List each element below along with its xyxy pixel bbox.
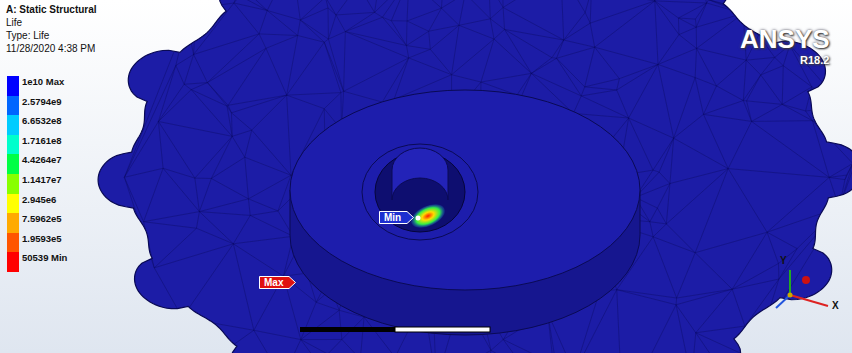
legend-value: 6.6532e8	[22, 115, 62, 126]
result-header: A: Static Structural	[6, 4, 97, 15]
scale-bar	[300, 327, 395, 332]
probe-dot	[416, 216, 421, 221]
axis-label: X	[832, 300, 839, 311]
result-header: Life	[6, 17, 22, 28]
legend-swatch	[7, 115, 19, 135]
axis-triad	[776, 270, 828, 308]
legend-swatch	[7, 252, 19, 272]
bore-chamfer	[362, 144, 478, 240]
probe-flag: Min	[379, 211, 414, 224]
probe-label: Max	[259, 276, 296, 289]
shaft	[392, 148, 448, 200]
probe-label: Min	[379, 211, 414, 224]
result-header: 11/28/2020 4:38 PM	[6, 43, 95, 54]
hub-face	[290, 90, 640, 290]
probe-flag: Max	[259, 276, 296, 289]
legend-swatch	[7, 154, 19, 174]
legend-value: 7.5962e5	[22, 213, 62, 224]
legend-swatch	[7, 76, 19, 96]
legend-value: 1.1417e7	[22, 174, 62, 185]
legend-value: 1e10 Max	[22, 76, 64, 87]
mesh-lines	[124, 0, 852, 353]
legend-swatch	[7, 213, 19, 233]
legend-swatch	[7, 135, 19, 155]
sprocket-body	[98, 0, 852, 353]
legend-value: 2.5794e9	[22, 96, 62, 107]
software-logo: ANSYS	[740, 24, 830, 55]
software-logo: R18.2	[800, 54, 829, 66]
legend-value: 4.4264e7	[22, 154, 62, 165]
axis-label: Y	[780, 255, 787, 266]
legend-swatch	[7, 96, 19, 116]
legend-swatch	[7, 233, 19, 253]
scale-bar	[395, 327, 490, 332]
legend-value: 2.945e6	[22, 194, 56, 205]
stress-hotspot	[407, 199, 448, 232]
legend-value: 1.9593e5	[22, 233, 62, 244]
legend-swatch	[7, 194, 19, 214]
legend-value: 50539 Min	[22, 252, 67, 263]
result-header: Type: Life	[6, 30, 49, 41]
legend-swatch	[7, 174, 19, 194]
legend-value: 1.7161e8	[22, 135, 62, 146]
